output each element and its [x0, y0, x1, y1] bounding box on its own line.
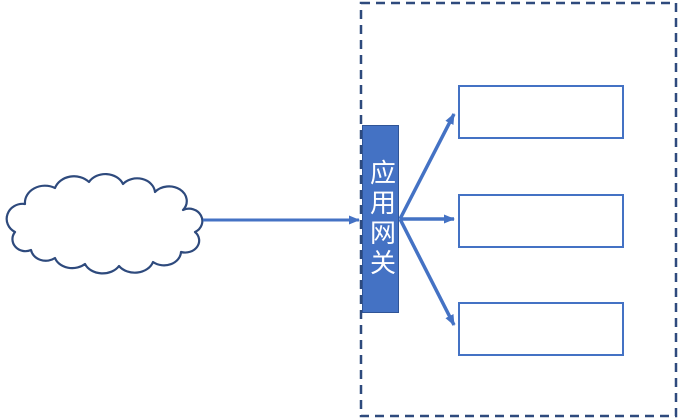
- dashed-boundary: [359, 1, 678, 418]
- arrow-gateway-to-box3: [398, 218, 456, 326]
- network-cloud: [5, 172, 204, 275]
- backend-box: [458, 194, 624, 248]
- backend-box: [458, 85, 624, 139]
- application-gateway-label: 应用网关: [365, 159, 396, 279]
- backend-box: [458, 302, 624, 356]
- application-gateway-node: 应用网关: [362, 125, 399, 313]
- arrow-gateway-to-box1: [398, 113, 456, 220]
